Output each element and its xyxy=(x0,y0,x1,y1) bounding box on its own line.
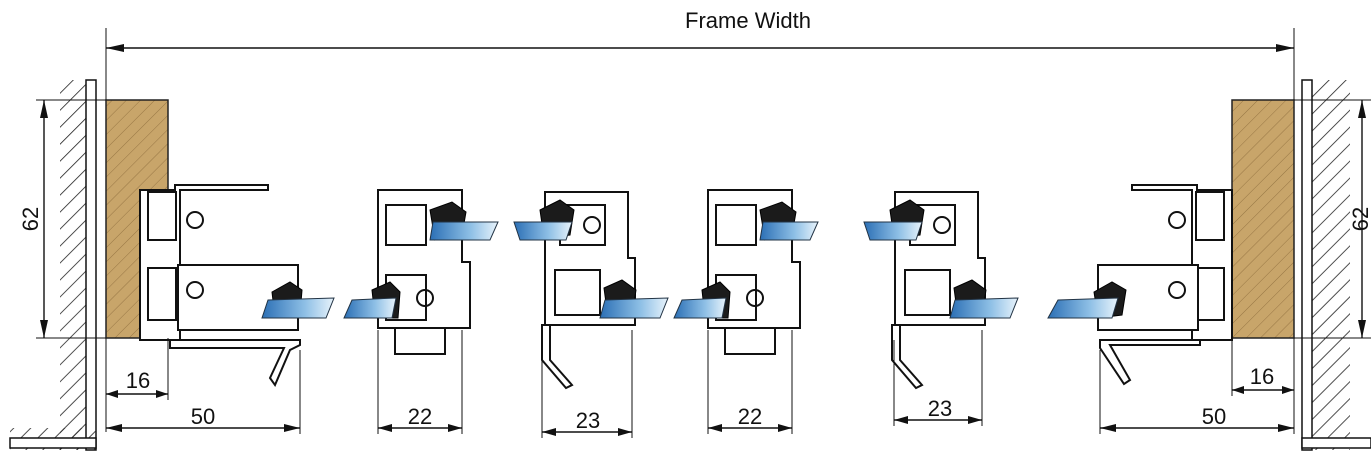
frame-width-label: Frame Width xyxy=(685,8,811,33)
right-frame-profile xyxy=(1047,184,1233,386)
right-height-dimension: 62 xyxy=(1294,99,1371,339)
left-height-dimension: 62 xyxy=(18,99,106,339)
dim-22-a-label: 22 xyxy=(408,404,432,429)
sash-profile-1 xyxy=(343,189,499,355)
right-height-label: 62 xyxy=(1348,207,1371,231)
dim-23-a-label: 23 xyxy=(576,408,600,433)
sash-profile-3 xyxy=(673,189,819,355)
dim-22-a: 22 xyxy=(377,330,463,434)
left-height-label: 62 xyxy=(18,207,43,231)
dim-16-right-label: 16 xyxy=(1250,364,1274,389)
dim-22-b: 22 xyxy=(707,330,793,434)
dim-50-right: 50 xyxy=(1099,338,1295,434)
right-wood-block xyxy=(1231,99,1295,339)
dim-23-b-label: 23 xyxy=(928,396,952,421)
dim-50-left-label: 50 xyxy=(191,404,215,429)
dim-23-b: 23 xyxy=(893,330,983,426)
left-wall xyxy=(9,79,97,451)
left-frame-profile xyxy=(139,184,335,388)
sash-profile-2 xyxy=(513,191,669,390)
frame-width-dimension: Frame Width xyxy=(105,8,1295,100)
sash-profile-4 xyxy=(863,191,1019,390)
dim-16-right: 16 xyxy=(1231,338,1294,396)
dim-50-right-label: 50 xyxy=(1202,404,1226,429)
dim-16-left-label: 16 xyxy=(126,368,150,393)
dim-16-left: 16 xyxy=(105,338,169,432)
dim-23-a: 23 xyxy=(541,330,633,438)
right-wall xyxy=(1301,79,1371,451)
dim-22-b-label: 22 xyxy=(738,404,762,429)
dim-50-left: 50 xyxy=(106,350,301,434)
